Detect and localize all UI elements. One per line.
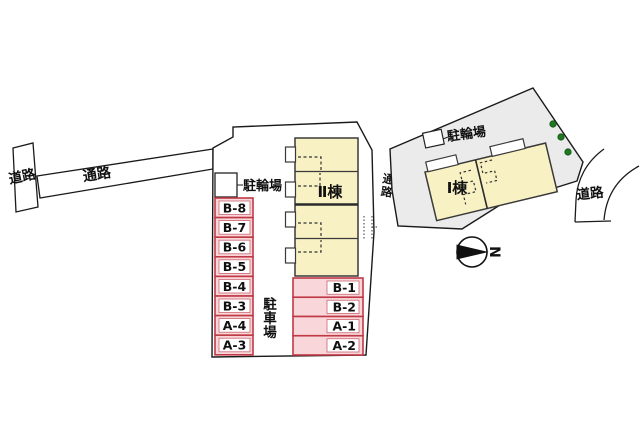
building-2-porch-2 bbox=[284, 181, 297, 198]
road-left-area bbox=[12, 142, 39, 213]
parking-lot-label: 駐 車 場 bbox=[263, 296, 277, 341]
parking-stall: B-7 bbox=[214, 216, 254, 239]
compass-north-label: N bbox=[486, 246, 502, 258]
compass-needle-icon bbox=[456, 244, 489, 260]
building-2-stair-path-3 bbox=[298, 222, 322, 237]
building-2-porch-4 bbox=[284, 247, 297, 264]
building-1-stair-path-2 bbox=[479, 159, 498, 184]
building-1: Ⅰ棟 bbox=[424, 137, 559, 222]
passage-corridor bbox=[36, 148, 214, 199]
svg-text:B-7: B-7 bbox=[223, 220, 246, 235]
building-2-outline bbox=[294, 137, 359, 277]
parking-right-column: B-1 B-2 A-1 A-2 bbox=[292, 277, 364, 356]
building-1-label: Ⅰ棟 bbox=[447, 179, 469, 197]
svg-text:路: 路 bbox=[380, 184, 394, 200]
building-1-stair-path-1 bbox=[459, 169, 477, 205]
parking-stall: A-2 bbox=[292, 334, 364, 356]
svg-text:B-8: B-8 bbox=[223, 200, 246, 215]
tree-icon bbox=[549, 120, 557, 128]
parking-stall: B-6 bbox=[214, 236, 254, 258]
svg-text:A-1: A-1 bbox=[332, 319, 356, 334]
parking-stall: B-4 bbox=[214, 275, 254, 297]
road-right-area bbox=[574, 148, 640, 223]
building-1-divider bbox=[474, 159, 489, 209]
building-1-porch-1 bbox=[424, 154, 459, 173]
svg-text:B-1: B-1 bbox=[333, 280, 356, 295]
road-left-label: 道路 bbox=[7, 165, 37, 187]
svg-text:駐: 駐 bbox=[263, 296, 277, 313]
gate-marker bbox=[363, 216, 378, 239]
svg-text:車: 車 bbox=[263, 310, 277, 327]
svg-text:A-4: A-4 bbox=[223, 318, 247, 333]
bicycle-parking-right-tick bbox=[442, 136, 449, 140]
road-right-label: 道路 bbox=[576, 184, 605, 204]
road-right-edge-inner bbox=[574, 148, 605, 223]
parking-stall: B-1 bbox=[292, 277, 364, 299]
building-2-porch-1 bbox=[284, 146, 297, 163]
tree-icon bbox=[564, 148, 572, 156]
svg-text:B-4: B-4 bbox=[223, 279, 247, 294]
building-2-stair-path-4 bbox=[298, 240, 322, 253]
bicycle-parking-right-label: 駐輪場 bbox=[445, 124, 487, 145]
parking-stall: B-2 bbox=[292, 296, 364, 318]
parking-stall: B-8 bbox=[214, 197, 254, 219]
tree-icon bbox=[557, 133, 565, 141]
parking-stall: B-3 bbox=[214, 295, 254, 317]
svg-text:場: 場 bbox=[263, 324, 277, 341]
bicycle-parking-right: 駐輪場 bbox=[421, 124, 487, 149]
svg-text:B-6: B-6 bbox=[223, 240, 247, 255]
parking-stall: B-5 bbox=[214, 255, 254, 278]
road-right-edge-outer bbox=[603, 165, 640, 221]
parking-stall: A-4 bbox=[214, 314, 254, 337]
bicycle-parking-left-label: 駐輪場 bbox=[242, 178, 282, 194]
building-2-stair-path-2 bbox=[298, 173, 321, 187]
building-1-porch-2 bbox=[489, 137, 526, 158]
parking-stall: A-3 bbox=[214, 334, 254, 356]
svg-text:B-3: B-3 bbox=[223, 298, 246, 313]
building-2-porch-3 bbox=[284, 211, 297, 228]
road-right-bottom-edge bbox=[574, 220, 612, 223]
svg-text:B-2: B-2 bbox=[333, 299, 356, 314]
tree-dots bbox=[549, 120, 572, 156]
svg-text:B-5: B-5 bbox=[223, 259, 246, 274]
building-2-stair-path-1 bbox=[298, 156, 322, 170]
bicycle-parking-left-box bbox=[214, 172, 238, 198]
svg-text:A-3: A-3 bbox=[223, 338, 247, 353]
parking-left-column: B-8 B-7 B-6 B-5 B-4 B-3 bbox=[214, 197, 254, 356]
bicycle-parking-right-box bbox=[421, 128, 445, 149]
passage-label: 通路 bbox=[82, 164, 113, 185]
svg-text:A-2: A-2 bbox=[332, 338, 356, 353]
parking-stall: A-1 bbox=[292, 315, 364, 337]
compass: N bbox=[456, 236, 502, 268]
building-2: Ⅱ棟 bbox=[284, 137, 359, 277]
building-2-label: Ⅱ棟 bbox=[318, 183, 344, 201]
